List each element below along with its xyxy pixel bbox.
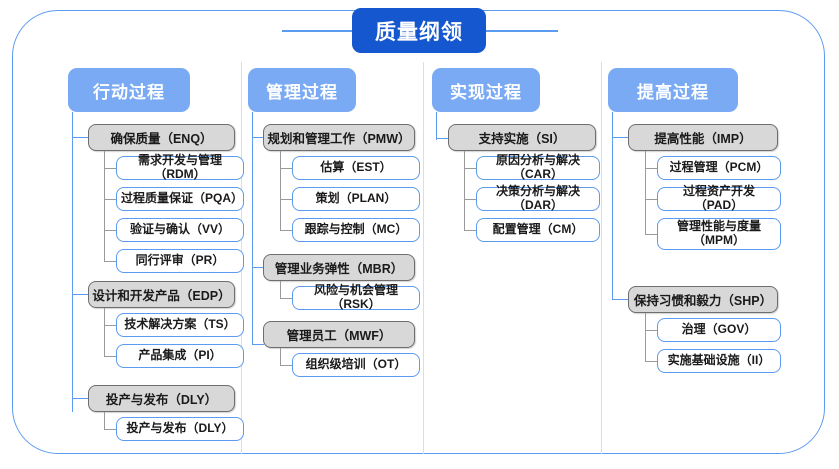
group-box-mbr[interactable]: 管理业务弹性（MBR） (263, 254, 415, 281)
group-mbr-child-spine (280, 281, 282, 298)
group-dly-child-spine (104, 412, 106, 429)
group-enq-child-spine (104, 151, 106, 261)
si-child-3-elbow (464, 230, 477, 232)
group-box-dly[interactable]: 投产与发布（DLY） (88, 385, 235, 412)
pmw-child-1-elbow (280, 168, 293, 170)
leaf-box-plan[interactable]: 策划（PLAN） (292, 187, 420, 211)
leaf-box-car[interactable]: 原因分析与解决（CAR） (476, 153, 600, 181)
shp-child-1-elbow (645, 330, 658, 332)
leaf-box-pr[interactable]: 同行评审（PR） (116, 249, 244, 273)
diagram-title: 质量纲领 (352, 8, 486, 53)
leaf-box-rdm[interactable]: 需求开发与管理（RDM） (116, 153, 244, 181)
column-1-group-3-elbow (72, 398, 89, 400)
leaf-box-cm[interactable]: 配置管理（CM） (476, 218, 600, 242)
column-2-group-2-elbow (252, 267, 264, 269)
imp-child-3-elbow (645, 234, 658, 236)
imp-child-2-elbow (645, 199, 658, 201)
group-imp-child-spine (645, 151, 647, 234)
group-mwf-child-spine (280, 348, 282, 365)
column-4-group-1-elbow (612, 137, 629, 139)
enq-child-2-elbow (104, 199, 117, 201)
column-divider-2 (423, 62, 424, 454)
column-header-3: 实现过程 (432, 68, 540, 112)
group-box-si[interactable]: 支持实施（SI） (448, 124, 596, 151)
column-2-group-1-elbow (252, 137, 264, 139)
group-box-pmw[interactable]: 规划和管理工作（PMW） (263, 124, 415, 151)
pmw-child-2-elbow (280, 199, 293, 201)
leaf-box-pcm[interactable]: 过程管理（PCM） (657, 156, 781, 180)
si-child-2-elbow (464, 199, 477, 201)
leaf-box-pqa[interactable]: 过程质量保证（PQA） (116, 187, 244, 211)
group-edp-child-spine (104, 308, 106, 356)
group-si-child-spine (464, 151, 466, 230)
column-header-2: 管理过程 (248, 68, 356, 112)
column-3-spine (436, 112, 438, 140)
column-header-4: 提高过程 (608, 68, 738, 112)
leaf-box-vv[interactable]: 验证与确认（VV） (116, 218, 244, 242)
leaf-box-pi[interactable]: 产品集成（PI） (116, 344, 244, 368)
leaf-box-mpm[interactable]: 管理性能与度量（MPM） (657, 218, 781, 250)
edp-child-2-elbow (104, 356, 117, 358)
leaf-box-ii[interactable]: 实施基础设施（II） (657, 349, 781, 373)
leaf-box-mc[interactable]: 跟踪与控制（MC） (292, 218, 420, 242)
leaf-box-ot[interactable]: 组织级培训（OT） (292, 353, 420, 377)
enq-child-1-elbow (104, 168, 117, 170)
column-divider-3 (601, 62, 602, 454)
column-4-spine (612, 112, 614, 300)
group-box-imp[interactable]: 提高性能（IMP） (628, 124, 778, 151)
leaf-box-dar[interactable]: 决策分析与解决（DAR） (476, 184, 600, 212)
column-2-group-3-elbow (252, 344, 264, 346)
column-1-group-1-elbow (72, 137, 89, 139)
column-3-group-1-elbow (436, 138, 449, 140)
group-shp-child-spine (645, 313, 647, 361)
shp-child-2-elbow (645, 361, 658, 363)
group-box-shp[interactable]: 保持习惯和毅力（SHP） (628, 286, 778, 313)
enq-child-3-elbow (104, 230, 117, 232)
si-child-1-elbow (464, 168, 477, 170)
leaf-box-est[interactable]: 估算（EST） (292, 156, 420, 180)
group-box-mwf[interactable]: 管理员工（MWF） (263, 321, 415, 348)
column-1-group-2-elbow (72, 294, 89, 296)
column-1-spine (72, 112, 74, 412)
leaf-box-dly-child[interactable]: 投产与发布（DLY） (116, 417, 244, 441)
column-4-group-2-elbow (612, 299, 629, 301)
imp-child-1-elbow (645, 168, 658, 170)
leaf-box-pad[interactable]: 过程资产开发（PAD） (657, 184, 781, 212)
group-box-edp[interactable]: 设计和开发产品（EDP） (88, 281, 235, 308)
leaf-box-ts[interactable]: 技术解决方案（TS） (116, 313, 244, 337)
mwf-child-1-elbow (280, 365, 293, 367)
leaf-box-gov[interactable]: 治理（GOV） (657, 318, 781, 342)
pmw-child-3-elbow (280, 230, 293, 232)
dly-child-1-elbow (104, 429, 117, 431)
edp-child-1-elbow (104, 325, 117, 327)
enq-child-4-elbow (104, 261, 117, 263)
group-box-enq[interactable]: 确保质量（ENQ） (88, 124, 235, 151)
group-pmw-child-spine (280, 151, 282, 230)
leaf-box-rsk[interactable]: 风险与机会管理（RSK） (292, 283, 420, 311)
column-header-1: 行动过程 (68, 68, 190, 112)
mbr-child-1-elbow (280, 298, 293, 300)
column-2-spine (252, 112, 254, 344)
